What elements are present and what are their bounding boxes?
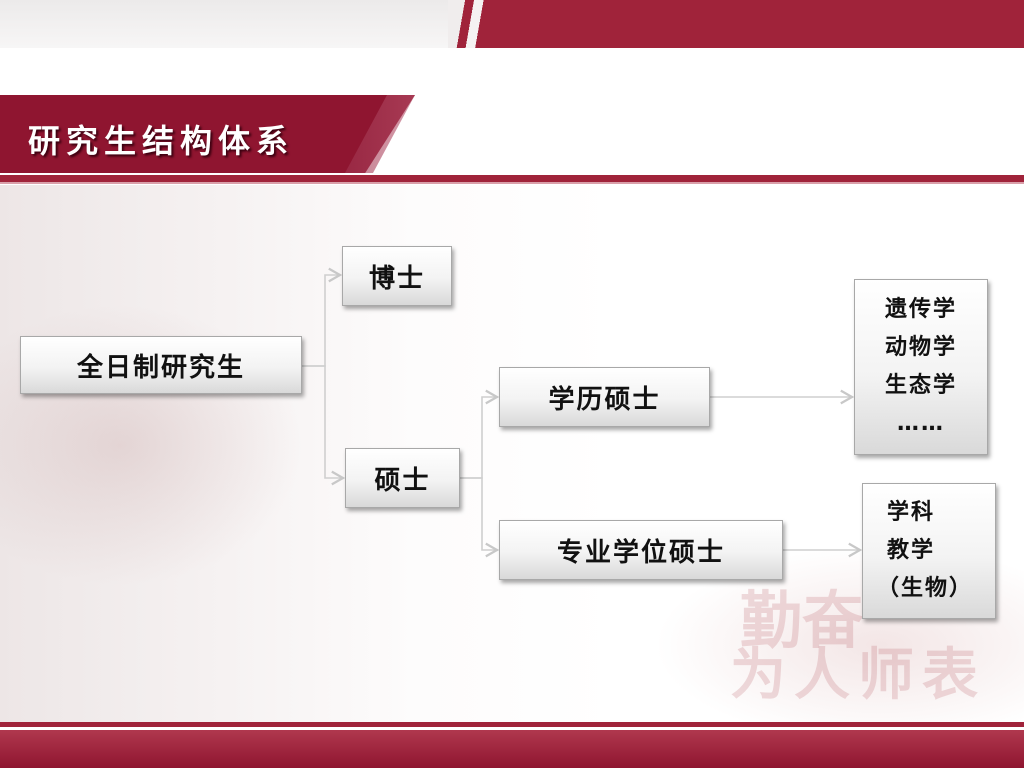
connector-master-professional xyxy=(460,477,500,558)
slide-title: 研究生结构体系 xyxy=(28,122,295,160)
academic-example-item: …… xyxy=(897,411,945,436)
node-root-label: 全日制研究生 xyxy=(76,352,245,383)
professional-example-item: （生物） xyxy=(877,576,974,601)
background-watermark: 勤奋 xyxy=(740,584,865,657)
bottom-rule xyxy=(0,722,1024,727)
background-photo xyxy=(0,185,1024,725)
title-banner xyxy=(0,95,415,173)
node-phd-label: 博士 xyxy=(368,263,425,294)
professional-example-item: 教学 xyxy=(887,538,936,563)
title-rule-light xyxy=(0,182,1024,184)
node-root: 全日制研究生 xyxy=(20,336,302,394)
top-band xyxy=(450,0,1024,48)
background-watermark: 为人师表 xyxy=(730,642,986,708)
node-professional-master-label: 专业学位硕士 xyxy=(556,537,725,568)
node-academic-master-label: 学历硕士 xyxy=(548,384,661,415)
node-professional-examples: 学科 教学 （生物） xyxy=(862,483,996,619)
title-rule xyxy=(0,175,1024,182)
bottom-band xyxy=(0,730,1024,768)
academic-example-item: 生态学 xyxy=(884,373,957,398)
node-master: 硕士 xyxy=(345,448,460,508)
top-band-notch xyxy=(448,0,508,48)
node-academic-examples: 遗传学 动物学 生态学 …… xyxy=(854,279,988,455)
node-master-label: 硕士 xyxy=(374,465,431,496)
academic-example-item: 遗传学 xyxy=(884,297,957,322)
node-professional-master: 专业学位硕士 xyxy=(499,520,783,580)
connector-root-phd xyxy=(302,267,343,367)
academic-example-item: 动物学 xyxy=(884,335,957,360)
connector-master-academic xyxy=(460,389,500,479)
top-band-left xyxy=(0,0,460,48)
connector-root-master xyxy=(302,365,346,486)
professional-example-item: 学科 xyxy=(887,500,936,525)
node-phd: 博士 xyxy=(342,246,452,306)
node-academic-master: 学历硕士 xyxy=(499,367,710,427)
